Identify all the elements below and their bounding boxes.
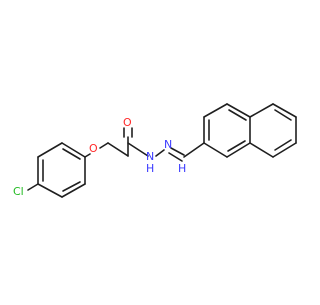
bond — [227, 140, 246, 152]
bond — [272, 103, 297, 118]
bond — [274, 109, 292, 121]
molecule-canvas: Cl O O N H N H — [13, 103, 297, 198]
bond — [37, 142, 63, 158]
bond — [168, 152, 183, 162]
atom-h-amide: H — [146, 162, 154, 175]
bond — [228, 109, 247, 121]
bond — [127, 142, 149, 157]
bond — [107, 142, 129, 157]
atom-o-ether: O — [89, 142, 98, 155]
bond — [84, 153, 91, 158]
bond — [170, 147, 185, 156]
bond — [249, 103, 274, 118]
bond — [226, 142, 251, 158]
bond — [183, 142, 205, 158]
bond — [61, 142, 86, 158]
bond — [274, 139, 292, 151]
bond — [61, 183, 86, 198]
atom-n-amide: N — [146, 150, 154, 163]
bond — [99, 142, 109, 149]
bond — [272, 142, 297, 158]
atom-h-imine: H — [178, 162, 186, 175]
atom-n-imine: N — [164, 138, 172, 151]
bond — [27, 183, 39, 191]
atom-o-carbonyl: O — [123, 116, 132, 129]
bond — [249, 142, 274, 158]
bond — [203, 103, 228, 118]
atom-cl: Cl — [13, 185, 24, 198]
bond — [37, 183, 63, 198]
bonds — [27, 103, 297, 198]
bond — [62, 148, 81, 160]
bond — [155, 149, 165, 157]
bond — [203, 142, 228, 158]
bond — [226, 103, 251, 118]
bond — [62, 181, 81, 192]
structure-diagram: Cl O O N H N H — [13, 103, 297, 198]
